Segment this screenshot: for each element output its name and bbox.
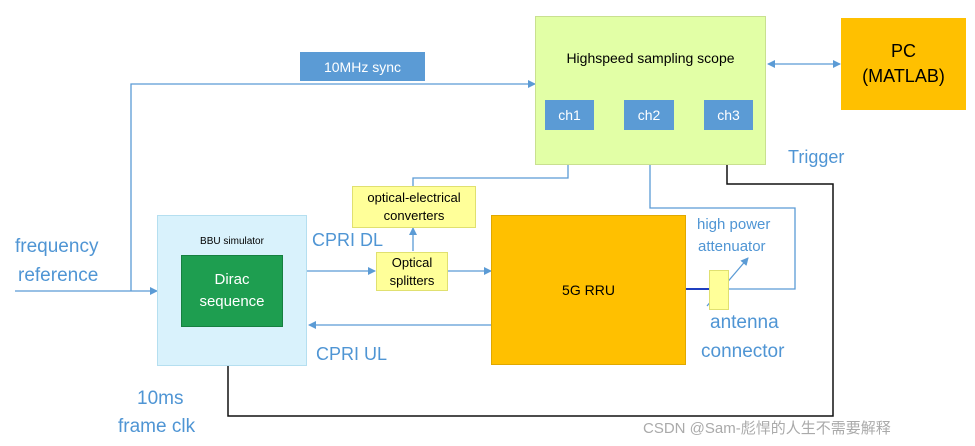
scope-title: Highspeed sampling scope xyxy=(566,50,735,66)
attenuator-label-2: attenuator xyxy=(698,238,766,255)
pc-matlab: PC (MATLAB) xyxy=(841,18,966,110)
ch3-label: ch3 xyxy=(717,107,740,123)
attenuator-box xyxy=(709,270,729,310)
scope-channel-2: ch2 xyxy=(624,100,674,130)
frame-clk-label-2: frame clk xyxy=(118,416,196,437)
frame-clk-line xyxy=(227,131,834,417)
ch1-label: ch1 xyxy=(558,107,581,123)
antenna-label-2: connector xyxy=(701,341,785,362)
trigger-label: Trigger xyxy=(788,147,845,167)
splitter-label-2: splitters xyxy=(389,272,435,288)
matlab-label: (MATLAB) xyxy=(862,66,945,86)
dirac-label-2: sequence xyxy=(199,293,265,310)
cpri-dl-label: CPRI DL xyxy=(312,230,384,250)
pc-label: PC xyxy=(890,41,916,61)
dirac-label-1: Dirac xyxy=(214,271,250,288)
scope-channel-3: ch3 xyxy=(704,100,753,130)
freq-ref-label-1: frequency xyxy=(15,236,99,257)
sync-line xyxy=(130,80,536,291)
attenuator-ch2-line xyxy=(646,131,796,290)
freq-ref-label-2: reference xyxy=(18,265,99,286)
splitter-label-1: Optical xyxy=(391,254,433,270)
rru-5g: 5G RRU xyxy=(491,215,686,365)
dirac-sequence: Dirac sequence xyxy=(181,255,283,327)
optical-splitters: Optical splitters xyxy=(376,252,448,291)
optical-electrical-converters: optical-electrical converters xyxy=(352,186,476,228)
watermark: CSDN @Sam-彪悍的人生不需要解释 xyxy=(643,420,891,437)
frame-clk-label-1: 10ms xyxy=(137,388,184,409)
scope-channel-1: ch1 xyxy=(545,100,594,130)
bbu-title: BBU simulator xyxy=(200,236,264,247)
oe-label-1: optical-electrical xyxy=(367,190,461,205)
attenuator-label-1: high power xyxy=(697,216,771,233)
ch2-label: ch2 xyxy=(637,107,661,123)
sampling-scope xyxy=(535,16,766,165)
antenna-label-1: antenna xyxy=(710,312,779,333)
cpri-ul-label: CPRI UL xyxy=(316,344,388,364)
sync-label-box: 10MHz sync xyxy=(300,52,425,81)
sync-label: 10MHz sync xyxy=(323,58,402,75)
oe-label-2: converters xyxy=(383,208,445,223)
rru-label: 5G RRU xyxy=(562,282,615,298)
